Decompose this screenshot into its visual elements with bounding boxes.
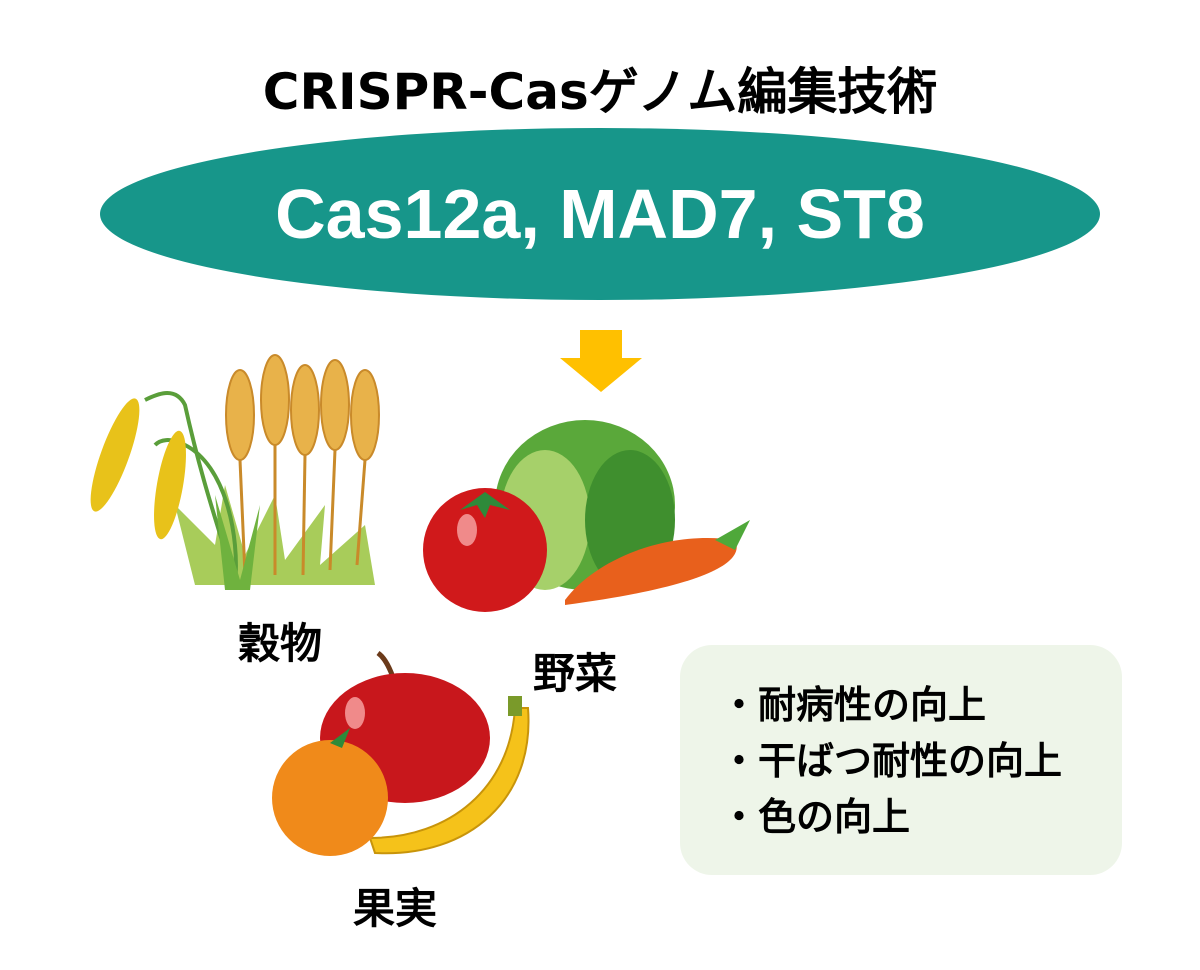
- grain-label: 穀物: [238, 619, 323, 668]
- benefits-box: ・耐病性の向上 ・干ばつ耐性の向上 ・色の向上: [680, 645, 1122, 875]
- benefit-drought-tolerance: ・干ばつ耐性の向上: [720, 739, 1063, 783]
- enzyme-ellipse: [100, 128, 1100, 300]
- vegetables-illustration: [423, 420, 755, 612]
- fruits-label: 果実: [353, 884, 438, 933]
- benefit-color: ・色の向上: [720, 795, 911, 839]
- down-arrow-icon: [560, 330, 642, 392]
- benefit-disease-resistance: ・耐病性の向上: [720, 683, 987, 727]
- vegetables-label: 野菜: [533, 649, 618, 698]
- diagram-title: CRISPR-Casゲノム編集技術: [262, 63, 938, 121]
- enzyme-names: Cas12a, MAD7, ST8: [275, 175, 925, 253]
- grain-illustration: [90, 354, 380, 590]
- fruits-illustration: [272, 650, 530, 856]
